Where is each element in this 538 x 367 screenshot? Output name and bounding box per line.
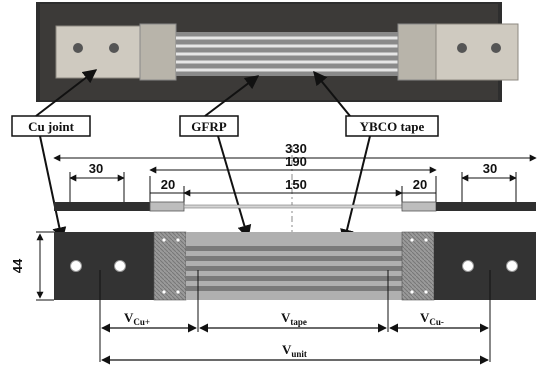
cu-joint-right [434, 232, 536, 300]
bolt-hole [462, 260, 474, 272]
bolt-hole [70, 260, 82, 272]
side-view: 330 190 150 30 30 20 20 [53, 141, 537, 300]
dim-width: 44 [10, 258, 25, 273]
cu-joint-left [54, 232, 154, 300]
dim-cu-pad-right: 30 [483, 161, 497, 176]
top-view: 44 [10, 231, 536, 362]
callout-ybco-tape: YBCO tape [313, 70, 439, 244]
callout-ybco-label: YBCO tape [360, 119, 425, 134]
v-cu-plus-label: VCu+ [124, 310, 150, 327]
photo-bolt-hole [457, 43, 467, 53]
v-tape-label: Vtape [281, 310, 307, 327]
photo-cu-joint-left [55, 25, 141, 79]
callout-gfrp-label: GFRP [191, 119, 226, 134]
dim-step-left: 20 [161, 177, 175, 192]
dim-inner-length: 190 [285, 154, 307, 169]
callout-gfrp: GFRP [179, 75, 260, 240]
v-cu-minus-label: VCu- [420, 310, 444, 327]
voltage-taps: VCu+ Vtape VCu- Vunit [101, 310, 489, 365]
dim-tape-length: 150 [285, 177, 307, 192]
bolt-hole [114, 260, 126, 272]
callout-cu-joint-label: Cu joint [28, 119, 75, 134]
photo-cu-joint-right [435, 23, 519, 81]
bolt-hole [506, 260, 518, 272]
dim-cu-pad-left: 30 [89, 161, 103, 176]
dim-total-length: 330 [285, 141, 307, 156]
callout-cu-joint: Cu joint [11, 69, 98, 242]
v-unit-label: Vunit [282, 342, 307, 359]
dim-step-right: 20 [413, 177, 427, 192]
photo-bolt-hole [491, 43, 501, 53]
photo-bolt-hole [73, 43, 83, 53]
photo-bolt-hole [109, 43, 119, 53]
sample-photo [36, 2, 519, 102]
